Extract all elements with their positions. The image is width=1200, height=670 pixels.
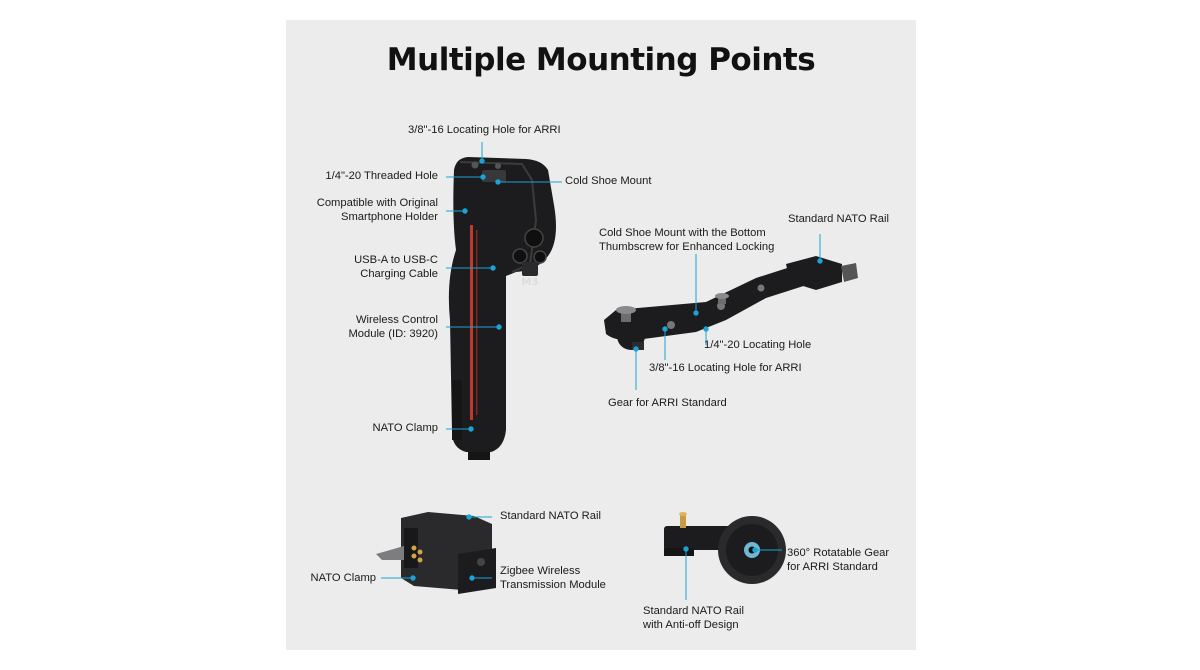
handle-grip-illustration: M3	[448, 157, 556, 460]
grip-arri-hole-label: 3/8"-16 Locating Hole for ARRI	[408, 124, 561, 136]
grip-usb-cable-label: USB-A to USB-C Charging Cable	[354, 254, 438, 280]
arm-quarter-hole-label: 1/4"-20 Locating Hole	[704, 339, 812, 351]
page-title: Multiple Mounting Points	[386, 42, 816, 78]
product-panel: Multiple Mounting Points M3	[286, 20, 916, 650]
rotator-nato-rail-label: Standard NATO Rail with Anti-off Design	[643, 605, 744, 631]
grip-smartphone-holder-label: Compatible with Original Smartphone Hold…	[316, 197, 438, 223]
zigbee-module-illustration	[376, 512, 496, 594]
arm-gear-label: Gear for ARRI Standard	[608, 397, 727, 409]
grip-threaded-hole-label: 1/4"-20 Threaded Hole	[325, 170, 438, 182]
m3-badge: M3	[522, 277, 539, 288]
rotatable-gear-illustration	[664, 512, 786, 584]
arm-nato-rail-label: Standard NATO Rail	[788, 213, 889, 225]
product-illustrations: M3	[376, 142, 858, 600]
module-nato-rail-label: Standard NATO Rail	[500, 510, 601, 522]
rotator-gear-label: 360° Rotatable Gear for ARRI Standard	[787, 547, 890, 573]
grip-wireless-module-label: Wireless Control Module (ID: 3920)	[348, 314, 438, 340]
extension-arm-illustration	[604, 256, 858, 350]
arm-arri-hole-label: 3/8"-16 Locating Hole for ARRI	[649, 362, 802, 374]
arm-cold-shoe-label: Cold Shoe Mount with the Bottom Thumbscr…	[599, 227, 775, 253]
grip-cold-shoe-label: Cold Shoe Mount	[565, 175, 652, 187]
grip-nato-clamp-label: NATO Clamp	[372, 422, 438, 434]
module-zigbee-label: Zigbee Wireless Transmission Module	[500, 565, 606, 591]
module-nato-clamp-label: NATO Clamp	[310, 572, 376, 584]
